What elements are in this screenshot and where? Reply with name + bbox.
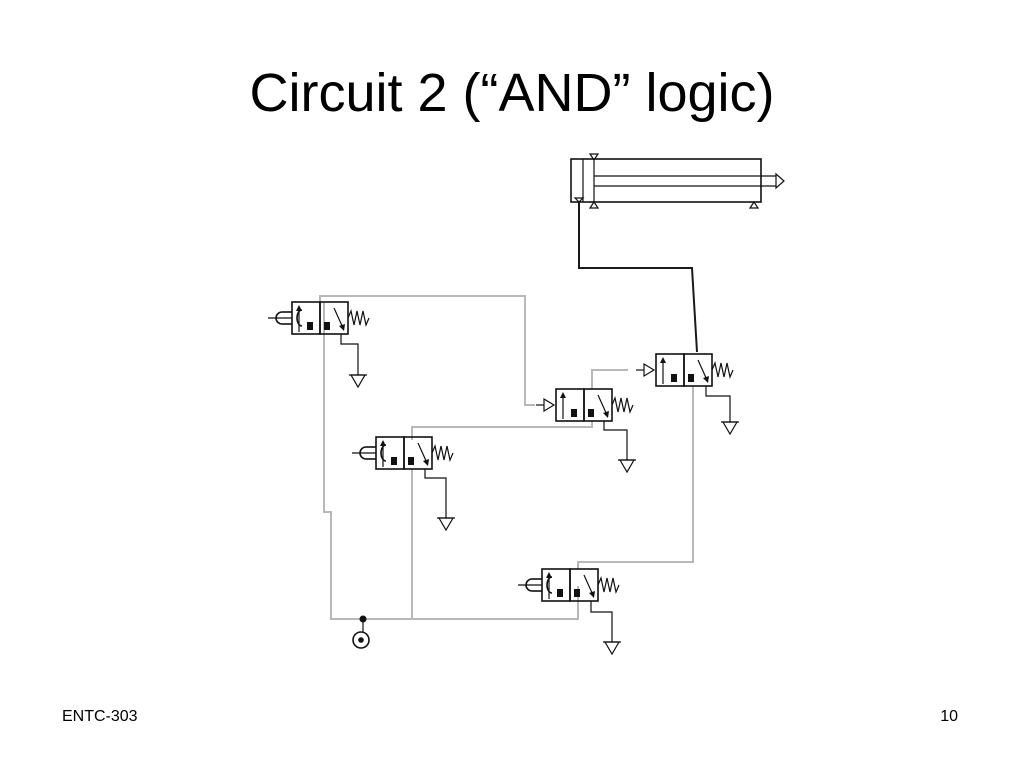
valve-pilot-4 [635, 353, 734, 387]
exhaust-5 [590, 601, 622, 655]
exhaust-1 [340, 334, 368, 388]
exhaust-2 [603, 421, 637, 473]
exhaust-3 [424, 469, 456, 531]
slide-title: Circuit 2 (“AND” logic) [249, 63, 775, 123]
valve-pilot-2 [535, 388, 634, 422]
valve-pushbutton-5 [518, 568, 620, 602]
supply-and-pilot-lines [319, 295, 694, 620]
slide-number: 10 [940, 708, 958, 725]
footer-course-code: ENTC-303 [62, 708, 138, 725]
valve-pushbutton-1 [268, 301, 370, 335]
pressure-source [352, 615, 370, 649]
exhaust-4 [705, 386, 740, 435]
valve-pushbutton-3 [352, 436, 454, 470]
double-acting-cylinder [570, 153, 785, 209]
cylinder-working-lines [578, 202, 698, 353]
